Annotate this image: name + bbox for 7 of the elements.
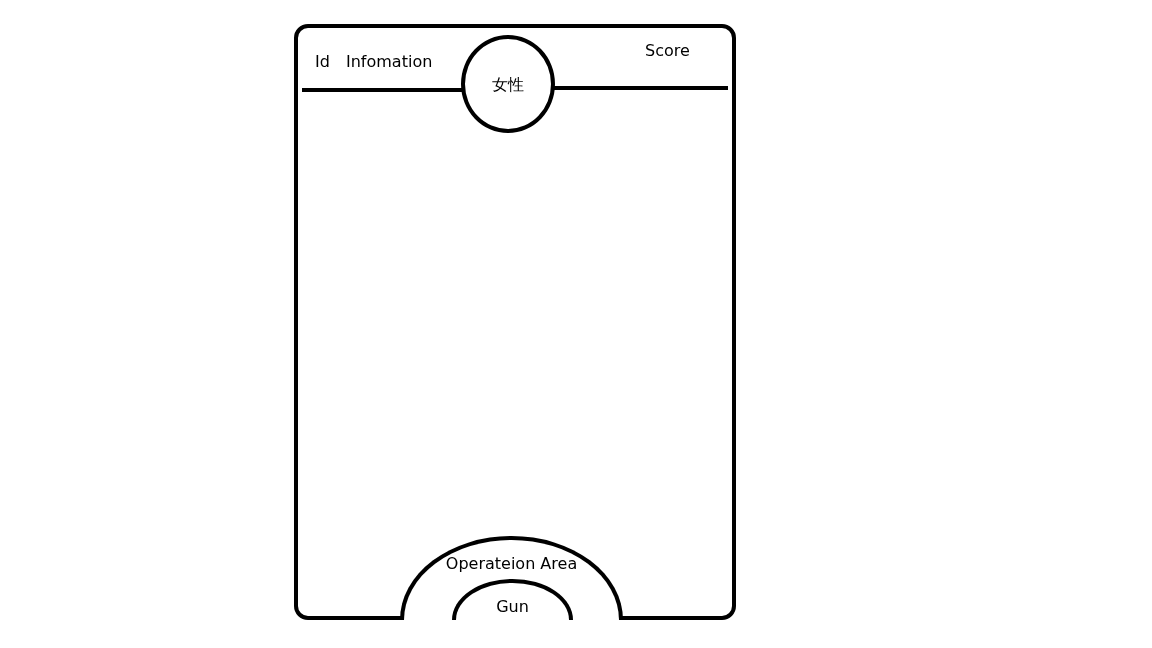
header-label: Infomation xyxy=(346,52,433,71)
node-label: Operateion Area xyxy=(444,554,579,573)
node-label: 女性 xyxy=(491,75,525,96)
header-label: Score xyxy=(645,41,690,60)
header-label: Id xyxy=(315,52,330,71)
frame-box xyxy=(294,24,736,620)
node-label: Gun xyxy=(495,597,530,616)
